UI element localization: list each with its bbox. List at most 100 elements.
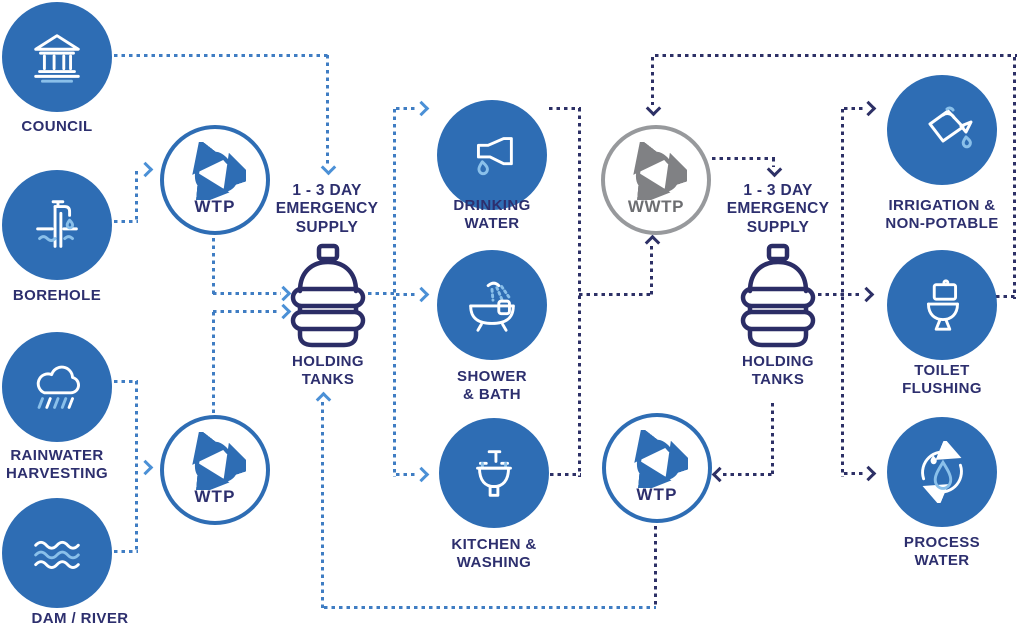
connector-line bbox=[114, 550, 138, 553]
connector-line bbox=[213, 292, 281, 295]
holding-tanks-1-label: HOLDING TANKS bbox=[292, 353, 364, 389]
connector-line bbox=[655, 54, 1017, 57]
flow-arrow bbox=[711, 466, 728, 483]
flow-arrow bbox=[644, 234, 661, 251]
connector-line bbox=[114, 220, 138, 223]
holding-tanks-2-label: HOLDING TANKS bbox=[742, 353, 814, 389]
connector-line bbox=[212, 312, 215, 414]
connector-line bbox=[213, 310, 279, 313]
toilet-flushing-label: TOILET FLUSHING bbox=[902, 362, 982, 398]
connector-line bbox=[393, 109, 396, 477]
recycle-icon bbox=[192, 142, 246, 200]
emergency-supply-1-label: 1 - 3 DAY EMERGENCY SUPPLY bbox=[275, 182, 379, 236]
toilet-icon bbox=[926, 279, 959, 331]
connector-line bbox=[723, 473, 773, 476]
wtp3-node: WTP bbox=[602, 413, 712, 523]
connector-line bbox=[654, 526, 657, 608]
kitchen-washing-node bbox=[439, 418, 549, 528]
recycle-icon bbox=[634, 430, 688, 488]
connector-line bbox=[114, 54, 329, 57]
connector-line bbox=[844, 472, 866, 475]
connector-line bbox=[579, 293, 653, 296]
shower-bath-label: SHOWER & BATH bbox=[457, 368, 527, 404]
wtp1-label: WTP bbox=[194, 197, 236, 216]
sink-icon bbox=[476, 450, 512, 497]
wwtp-node: WWTP bbox=[601, 125, 711, 235]
connector-line bbox=[549, 107, 581, 110]
flow-arrow bbox=[860, 100, 877, 117]
recycle-icon bbox=[633, 142, 687, 200]
shower-bath-node bbox=[437, 250, 547, 360]
flow-arrow bbox=[766, 161, 783, 178]
connector-line bbox=[996, 295, 1016, 298]
connector-line bbox=[1013, 57, 1016, 299]
wtp3-label: WTP bbox=[636, 485, 678, 504]
flow-arrow bbox=[320, 159, 337, 176]
connector-line bbox=[771, 403, 774, 476]
rain-cloud-icon bbox=[36, 365, 80, 409]
process-water-label: PROCESS WATER bbox=[903, 534, 981, 570]
flow-arrow bbox=[137, 161, 154, 178]
flow-arrow bbox=[413, 286, 430, 303]
wtp2-node: WTP bbox=[160, 415, 270, 525]
flow-arrow bbox=[858, 286, 875, 303]
flow-arrow bbox=[413, 466, 430, 483]
council-label: COUNCIL bbox=[21, 118, 93, 135]
flow-arrow bbox=[137, 459, 154, 476]
wtp2-label: WTP bbox=[194, 487, 236, 506]
borehole-label: BOREHOLE bbox=[12, 287, 102, 304]
borehole-tap-icon bbox=[36, 200, 78, 248]
connector-line bbox=[651, 57, 654, 105]
connector-line bbox=[772, 158, 775, 167]
process-water-node bbox=[887, 417, 997, 527]
irrigation-label: IRRIGATION & NON-POTABLE bbox=[885, 197, 999, 233]
dam-river-label: DAM / RIVER bbox=[31, 610, 129, 627]
connector-line bbox=[326, 55, 329, 165]
connector-line bbox=[321, 402, 324, 608]
flow-arrow bbox=[315, 391, 332, 408]
faucet-icon bbox=[476, 137, 513, 176]
connector-line bbox=[550, 473, 581, 476]
holding-tank-2 bbox=[738, 242, 818, 350]
watering-can-icon bbox=[928, 106, 973, 149]
wtp1-node: WTP bbox=[160, 125, 270, 235]
council-node bbox=[2, 2, 112, 112]
connector-line bbox=[650, 246, 653, 295]
connector-line bbox=[396, 293, 418, 296]
connector-line bbox=[818, 293, 863, 296]
water-bottle-icon bbox=[740, 243, 816, 348]
connector-line bbox=[368, 292, 396, 295]
connector-line bbox=[396, 473, 418, 476]
toilet-flushing-node bbox=[887, 250, 997, 360]
connector-line bbox=[712, 157, 775, 160]
connector-line bbox=[578, 108, 581, 477]
dam-river-node bbox=[2, 498, 112, 608]
flow-arrow bbox=[645, 100, 662, 117]
connector-line bbox=[135, 171, 138, 223]
connector-line bbox=[844, 107, 866, 110]
bathtub-shower-icon bbox=[469, 281, 515, 332]
flow-arrow bbox=[413, 100, 430, 117]
irrigation-node bbox=[887, 75, 997, 185]
borehole-node bbox=[2, 170, 112, 280]
council-building-icon bbox=[34, 34, 80, 83]
drinking-water-node bbox=[437, 100, 547, 210]
holding-tank-1 bbox=[288, 242, 368, 350]
kitchen-washing-label: KITCHEN & WASHING bbox=[451, 536, 537, 572]
emergency-supply-2-label: 1 - 3 DAY EMERGENCY SUPPLY bbox=[726, 182, 830, 236]
rainwater-label: RAINWATER HARVESTING bbox=[5, 447, 109, 483]
wwtp-label: WWTP bbox=[627, 197, 685, 216]
drinking-water-label: DRINKING WATER bbox=[453, 197, 531, 233]
connector-line bbox=[212, 238, 215, 296]
recycle-icon bbox=[192, 432, 246, 490]
connector-line bbox=[114, 380, 138, 383]
water-bottle-icon bbox=[290, 243, 366, 348]
connector-line bbox=[324, 606, 656, 609]
flow-arrow bbox=[860, 465, 877, 482]
connector-line bbox=[396, 107, 418, 110]
water-recycle-drop-icon bbox=[921, 441, 963, 503]
connector-line bbox=[135, 381, 138, 553]
river-waves-icon bbox=[34, 540, 80, 569]
rainwater-node bbox=[2, 332, 112, 442]
